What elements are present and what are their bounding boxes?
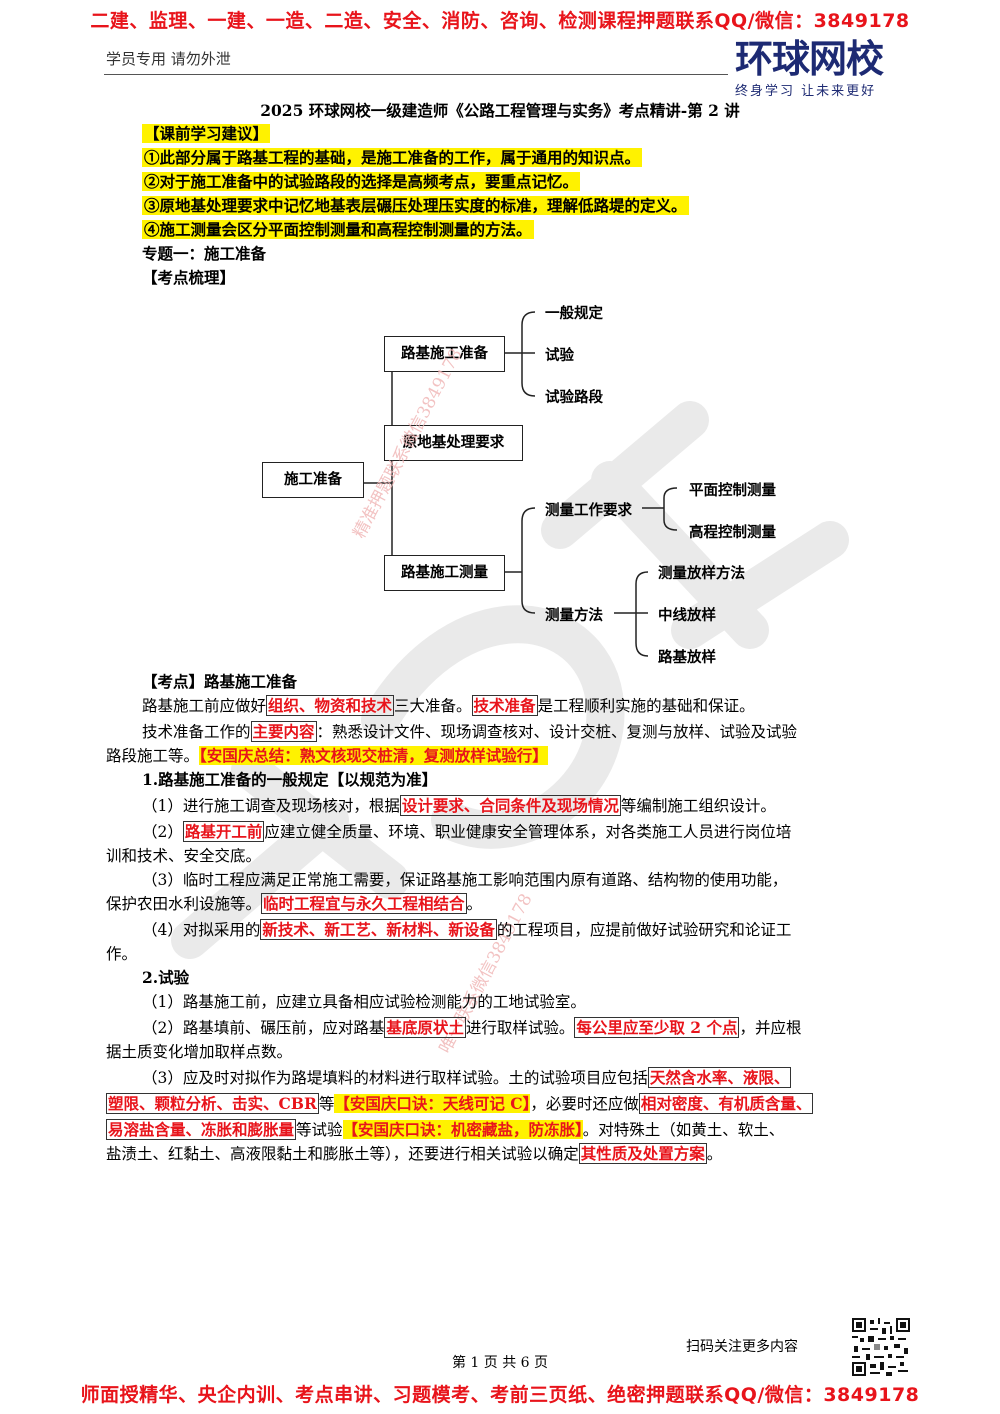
paragraph-2-cont: 路段施工等。【安国庆总结：熟文核现交桩清，复测放样试验行】: [106, 746, 548, 765]
tree-sub-survey-requirements: 测量工作要求: [545, 502, 632, 519]
header-divider: [104, 74, 728, 75]
suggestion-2: ②对于施工准备中的试验路段的选择是高频考点，要重点记忆。: [142, 172, 581, 191]
paragraph-2: 技术准备工作的主要内容：熟悉设计文件、现场调查核对、设计交桩、复测与放样、试验及…: [142, 721, 798, 742]
subheading-general-rules: 1.路基施工准备的一般规定【以规范为准】: [142, 770, 438, 789]
tree-branch-survey: 路基施工测量: [384, 555, 505, 591]
suggestion-1: ①此部分属于路基工程的基础，是施工准备的工作，属于通用的知识点。: [142, 148, 643, 167]
document-title: 2025 环球网校一级建造师《公路工程管理与实务》考点精讲-第 2 讲: [260, 101, 740, 120]
test-3: （3）应及时对拟作为路堤填料的材料进行取样试验。土的试验项目应包括天然含水率、液…: [142, 1067, 792, 1088]
bottom-banner: 师面授精华、央企内训、考点串讲、习题模考、考前三页纸、绝密押题联系QQ/微信：3…: [80, 1384, 920, 1406]
logo-text: 环球网校: [735, 37, 884, 81]
tree-sub-survey-methods: 测量方法: [545, 607, 603, 624]
rule-3: （3）临时工程应满足正常施工需要，保证路基施工影响范围内原有道路、结构物的使用功…: [142, 871, 788, 889]
test-3-line4: 盐渍土、红黏土、高液限黏土和膨胀土等），还要进行相关试验以确定其性质及处置方案。: [106, 1143, 723, 1164]
rule-3-cont: 保护农田水利设施等。临时工程宜与永久工程相结合。: [106, 893, 483, 914]
tree-leaf-test: 试验: [545, 347, 574, 364]
rule-2-cont: 训和技术、安全交底。: [106, 847, 262, 865]
tree-leaf-trial-section: 试验路段: [545, 389, 603, 406]
paragraph-1: 路基施工前应做好组织、物资和技术三大准备。技术准备是工程顺利实施的基础和保证。: [142, 695, 755, 716]
logo: 环球网校 终身学习 让未来更好: [735, 37, 915, 99]
page-number: 第 1 页 共 6 页: [451, 1355, 549, 1371]
topic-heading: 专题一：施工准备: [142, 244, 267, 263]
tree-leaf-subgrade-layout: 路基放样: [658, 649, 716, 666]
rule-1: （1）进行施工调查及现场核对，根据设计要求、合同条件及现场情况等编制施工组织设计…: [142, 795, 776, 816]
tree-root: 施工准备: [262, 462, 364, 498]
tree-leaf-plane-control: 平面控制测量: [689, 482, 776, 499]
tree-leaf-centerline: 中线放样: [658, 607, 716, 624]
tree-leaf-elevation-control: 高程控制测量: [689, 524, 776, 541]
test-2: （2）路基填前、碾压前，应对路基基底原状土进行取样试验。每公里应至少取 2 个点…: [142, 1017, 802, 1038]
tree-leaf-general: 一般规定: [545, 305, 603, 322]
rule-4: （4）对拟采用的新技术、新工艺、新材料、新设备的工程项目，应提前做好试验研究和论…: [142, 919, 792, 940]
outline-heading: 【考点梳理】: [142, 268, 236, 287]
test-3-line3: 易溶盐含量、冻胀和膨胀量等试验【安国庆口诀：机密藏盐，防冻胀】。对特殊土（如黄土…: [106, 1119, 785, 1140]
tree-leaf-layout-methods: 测量放样方法: [658, 565, 745, 582]
section-heading: 【考点】路基施工准备: [142, 672, 298, 691]
scan-prompt: 扫码关注更多内容: [686, 1339, 798, 1355]
logo-slogan: 终身学习 让未来更好: [735, 84, 877, 99]
subheading-test: 2.试验: [142, 968, 190, 987]
tree-branch-foundation: 原地基处理要求: [384, 425, 523, 461]
tree-branch-subgrade-prep: 路基施工准备: [384, 336, 505, 372]
test-2-cont: 据土质变化增加取样点数。: [106, 1043, 293, 1061]
tree-connectors: [362, 311, 678, 657]
student-only-notice: 学员专用 请勿外泄: [106, 50, 231, 68]
suggestion-3: ③原地基处理要求中记忆地基表层碾压处理压实度的标准，理解低路堤的定义。: [142, 196, 689, 215]
qr-code-icon: [852, 1318, 910, 1376]
suggestion-4: ④施工测量会区分平面控制测量和高程控制测量的方法。: [142, 220, 534, 239]
top-banner: 二建、监理、一建、一造、二造、安全、消防、咨询、检测课程押题联系QQ/微信：38…: [90, 10, 910, 32]
rule-2: （2）路基开工前应建立健全质量、环境、职业健康安全管理体系，对各类施工人员进行岗…: [142, 821, 792, 842]
rule-4-cont: 作。: [106, 945, 138, 963]
suggestion-heading: 【课前学习建议】: [142, 124, 271, 143]
test-1: （1）路基施工前，应建立具备相应试验检测能力的工地试验室。: [142, 993, 586, 1011]
